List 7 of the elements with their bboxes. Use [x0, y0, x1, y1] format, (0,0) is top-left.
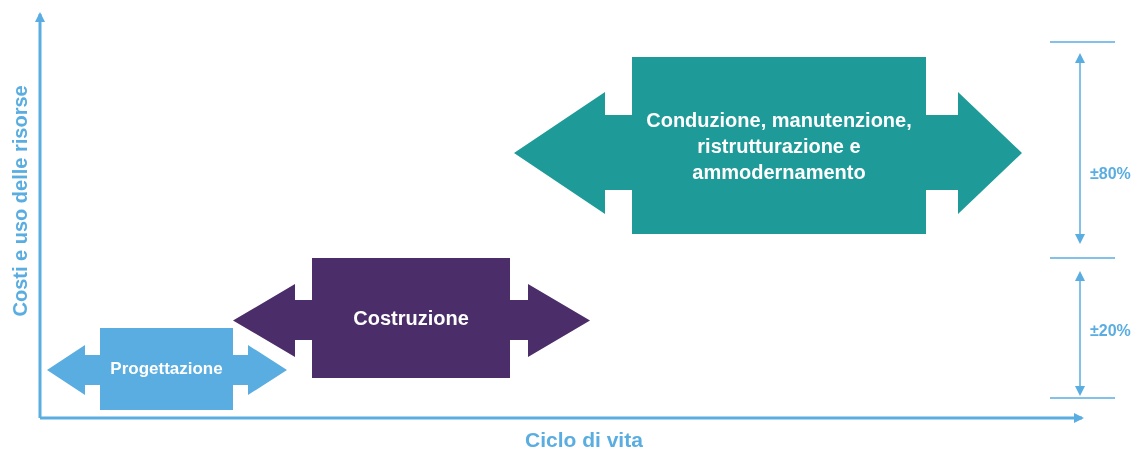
dimension-label: ±20%	[1090, 322, 1131, 340]
phase-label: Progettazione	[110, 357, 223, 380]
axis-title: Costi e uso delle risorse	[8, 86, 32, 317]
dimension-label: ±80%	[1090, 165, 1131, 183]
axis-title: Ciclo di vita	[525, 428, 643, 452]
phase-label: Conduzione, manutenzione, ristrutturazione e ammodernamento	[645, 107, 913, 185]
phase-label: Costruzione	[353, 306, 469, 331]
